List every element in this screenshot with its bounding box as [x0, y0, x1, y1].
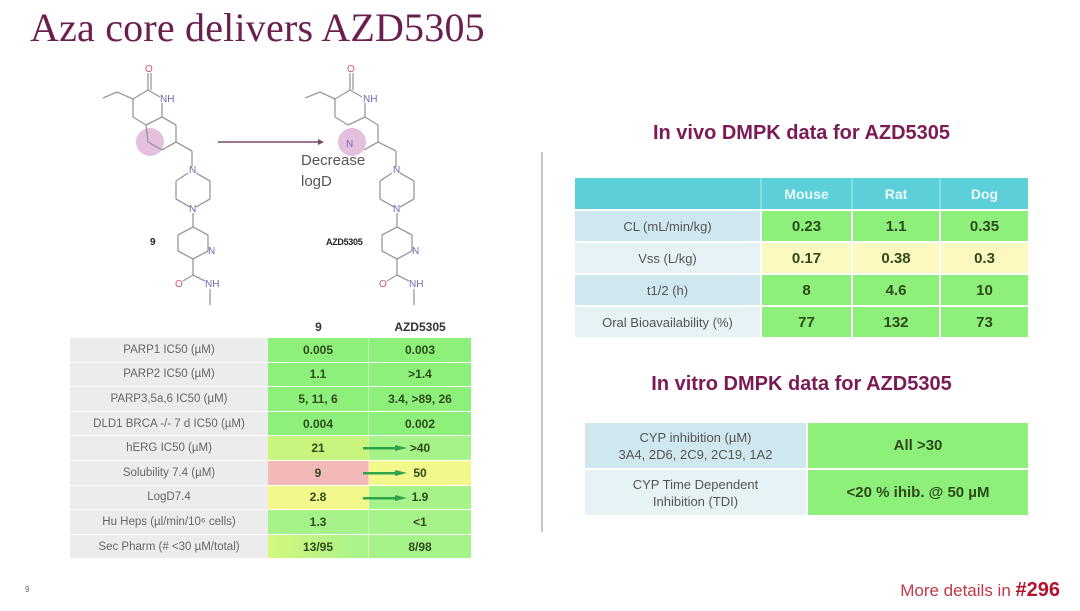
in-vitro-table: CYP inhibition (µM) 3A4, 2D6, 2C9, 2C19,…: [585, 421, 1028, 515]
header-dog: Dog: [939, 178, 1028, 209]
reference-number: #296: [1015, 579, 1061, 601]
svg-text:N: N: [346, 139, 353, 150]
svg-text:O: O: [145, 64, 153, 75]
table-header: 9 AZD5305: [70, 316, 471, 338]
green-arrow-icon: [363, 469, 407, 476]
table-row: t1/2 (h) 8 4.6 10: [575, 273, 1028, 305]
header-mouse: Mouse: [760, 178, 851, 209]
svg-text:NH: NH: [363, 94, 377, 105]
page-number: 9: [25, 585, 30, 594]
svg-text:NH: NH: [160, 94, 174, 105]
svg-text:N: N: [189, 204, 196, 215]
compound-azd5305-label: AZD5305: [326, 237, 363, 247]
in-vitro-heading: In vitro DMPK data for AZD5305: [651, 373, 952, 395]
svg-text:N: N: [412, 246, 419, 257]
header-rat: Rat: [851, 178, 939, 209]
table-row: DLD1 BRCA -/- 7 d IC50 (µM) 0.004 0.002: [70, 411, 471, 437]
table-row: PARP2 IC50 (µM) 1.1 >1.4: [70, 362, 471, 388]
svg-text:NH: NH: [205, 279, 219, 290]
table-row: Sec Pharm (# <30 µM/total) 13/95 8/98: [70, 534, 471, 560]
table-row: PARP1 IC50 (µM) 0.005 0.003: [70, 338, 471, 363]
table-row: PARP3,5a,6 IC50 (µM) 5, 11, 6 3.4, >89, …: [70, 387, 471, 412]
compound-comparison-table: 9 AZD5305 PARP1 IC50 (µM) 0.005 0.003 PA…: [70, 316, 471, 560]
header-azd5305: AZD5305: [394, 320, 446, 334]
table-row: Hu Heps (µl/min/10⁶ cells) 1.3 <1: [70, 510, 471, 535]
header-compound-9: 9: [315, 320, 322, 334]
table-row: hERG IC50 (µM) 21 >40: [70, 436, 471, 461]
table-row: LogD7.4 2.8 1.9: [70, 485, 471, 511]
table-row: Vss (L/kg) 0.17 0.38 0.3: [575, 241, 1028, 273]
chemical-structures: O NH N N N O NH O NH N N N N O NH Decrea…: [80, 55, 480, 305]
transformation-label: Decrease logD: [301, 152, 366, 190]
svg-text:NH: NH: [409, 279, 423, 290]
svg-text:N: N: [208, 246, 215, 257]
svg-text:O: O: [175, 279, 183, 290]
svg-text:N: N: [189, 165, 196, 176]
slide-title: Aza core delivers AZD5305: [30, 5, 485, 50]
green-arrow-icon: [363, 445, 407, 452]
in-vivo-table: Mouse Rat Dog CL (mL/min/kg) 0.23 1.1 0.…: [575, 178, 1028, 337]
table-row: CYP inhibition (µM) 3A4, 2D6, 2C9, 2C19,…: [585, 421, 1028, 468]
in-vivo-heading: In vivo DMPK data for AZD5305: [652, 122, 951, 144]
svg-text:O: O: [379, 279, 387, 290]
svg-text:N: N: [393, 204, 400, 215]
compound-9-label: 9: [150, 237, 156, 248]
structure-drawing: O NH N N N O NH O NH N N N N O NH: [102, 64, 423, 305]
table-row: CL (mL/min/kg) 0.23 1.1 0.35: [575, 209, 1028, 241]
table-row: Oral Bioavailability (%) 77 132 73: [575, 305, 1028, 337]
section-divider: [541, 152, 543, 532]
svg-text:O: O: [347, 64, 355, 75]
svg-text:N: N: [393, 165, 400, 176]
table-row: CYP Time Dependent Inhibition (TDI) <20 …: [585, 468, 1028, 515]
green-arrow-icon: [363, 494, 407, 501]
table-row: Solubility 7.4 (µM) 9 50: [70, 460, 471, 486]
table-header: Mouse Rat Dog: [575, 178, 1028, 209]
footer-reference: More details in #296: [900, 579, 1061, 601]
